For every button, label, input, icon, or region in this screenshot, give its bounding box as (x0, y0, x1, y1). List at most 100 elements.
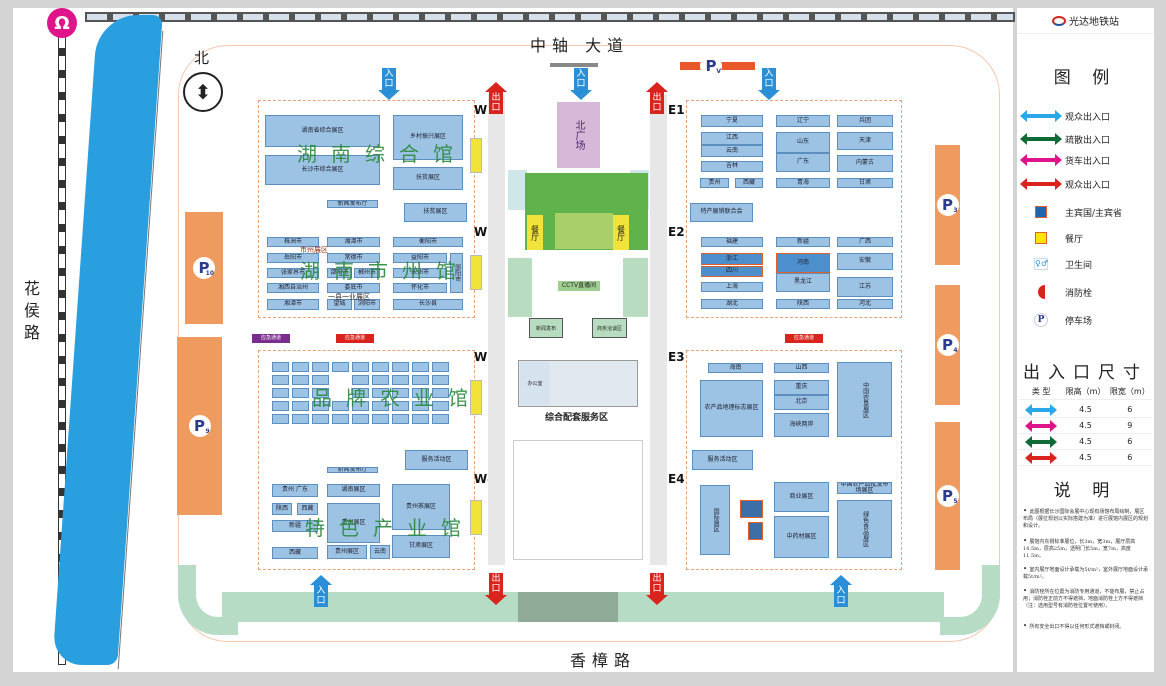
exhibit-zone[interactable]: 永州市 (393, 268, 447, 278)
entrance-gate[interactable]: 入口 (310, 575, 332, 607)
exit-gate[interactable]: 出口 (646, 573, 668, 605)
exhibit-zone[interactable]: 新闻发布厅 (327, 467, 378, 473)
exhibit-zone[interactable]: 益阳市 (393, 253, 447, 263)
exhibit-zone[interactable]: 中国农产品批发市场展区 (837, 482, 892, 494)
exhibit-zone[interactable]: 贵州 广东 (272, 484, 318, 497)
booth[interactable] (332, 401, 349, 411)
exhibit-zone[interactable]: 海峡两岸 (774, 413, 829, 437)
booth[interactable] (272, 401, 289, 411)
booth[interactable] (372, 401, 389, 411)
booth[interactable] (332, 362, 349, 372)
booth[interactable] (272, 414, 289, 424)
exhibit-zone[interactable]: 安徽 (837, 253, 893, 270)
exhibit-zone[interactable]: 内蒙古 (837, 155, 893, 172)
business-room[interactable]: 商务洽谈区 (592, 318, 627, 338)
booth[interactable] (292, 375, 309, 385)
exhibit-zone[interactable]: 湖南展区 (327, 484, 380, 497)
exhibit-zone[interactable]: 青海 (776, 178, 830, 188)
booth[interactable] (312, 401, 329, 411)
booth[interactable] (372, 414, 389, 424)
exhibit-zone[interactable]: 绿色食品展区 (837, 500, 892, 558)
exhibit-zone[interactable]: 山西 (774, 363, 829, 373)
press-room[interactable]: 新闻发布 (529, 318, 563, 338)
exhibit-zone[interactable]: 新闻发布厅 (327, 200, 378, 208)
booth[interactable] (372, 388, 389, 398)
exhibit-zone[interactable]: 长沙县 (393, 299, 463, 310)
exhibit-zone[interactable]: 浏阳市 (354, 299, 380, 310)
exhibit-zone[interactable]: 广西 (837, 237, 893, 247)
north-plaza[interactable]: 北广场 (557, 102, 600, 168)
booth[interactable] (352, 401, 369, 411)
exhibit-zone[interactable]: 贵州展区 (327, 503, 380, 543)
guest-zone[interactable] (748, 522, 763, 540)
booth[interactable] (292, 401, 309, 411)
booth[interactable] (392, 401, 409, 411)
exhibit-zone[interactable]: 吉林 (701, 161, 763, 172)
exhibit-zone[interactable]: 商业展区 (774, 482, 829, 512)
exhibit-zone[interactable]: 湖北 (701, 299, 763, 309)
booth[interactable] (312, 414, 329, 424)
exhibit-zone[interactable]: 福建 (701, 237, 763, 247)
exhibit-zone[interactable]: 邵阳市 (450, 253, 463, 293)
exhibit-zone[interactable]: 怀化市 (393, 283, 447, 293)
exhibit-zone[interactable]: 邵阳市 (327, 268, 352, 278)
exhibit-zone[interactable]: 扶贫展区 (393, 167, 463, 190)
exhibit-zone[interactable]: 岳阳市 (267, 253, 319, 263)
entrance-gate[interactable]: 入口 (570, 68, 592, 100)
cctv-studio[interactable]: CCTV直播间 (558, 281, 600, 291)
exhibit-zone[interactable]: 扶贫展区 (404, 203, 467, 222)
booth[interactable] (432, 388, 449, 398)
booth[interactable] (392, 375, 409, 385)
exhibit-zone[interactable]: 国际展区 (700, 485, 730, 555)
exhibit-zone[interactable]: 株洲市 (267, 237, 319, 247)
exhibit-zone[interactable]: 西藏 (297, 503, 318, 515)
booth[interactable] (392, 362, 409, 372)
exhibit-zone[interactable]: 黑龙江 (776, 273, 830, 292)
exhibit-zone[interactable]: 兵团 (837, 115, 893, 127)
booth[interactable] (412, 401, 429, 411)
booth[interactable] (432, 414, 449, 424)
guest-zone[interactable] (740, 500, 763, 518)
exhibit-zone[interactable]: 广东 (776, 153, 830, 172)
exhibit-zone[interactable]: 湘西自治州 (267, 283, 319, 293)
exhibit-zone[interactable]: 云南 (701, 145, 763, 157)
exhibit-zone[interactable]: 贵州 (700, 178, 729, 188)
exhibit-zone[interactable]: 浙江 (701, 253, 763, 265)
booth[interactable] (352, 375, 369, 385)
exhibit-zone[interactable]: 湘潭市 (267, 299, 319, 310)
booth[interactable] (352, 414, 369, 424)
exhibit-zone[interactable]: 江苏 (837, 277, 893, 297)
exhibit-zone[interactable]: 河南 (776, 253, 830, 273)
exhibit-zone[interactable]: 陕西 (272, 503, 292, 515)
booth[interactable] (412, 375, 429, 385)
exhibit-zone[interactable]: 海南 (708, 363, 763, 373)
exhibit-zone[interactable]: 湘潭市 (327, 237, 380, 247)
exhibit-zone[interactable]: 郴州市 (354, 268, 380, 278)
exhibit-zone[interactable]: 云南 (370, 545, 390, 559)
booth[interactable] (392, 388, 409, 398)
exhibit-zone[interactable]: 中药材展区 (774, 516, 829, 558)
entrance-gate[interactable]: 入口 (758, 68, 780, 100)
exhibit-zone[interactable]: 贵州展区 (327, 545, 367, 559)
restaurant[interactable]: 餐厅 (613, 215, 629, 250)
booth[interactable] (292, 362, 309, 372)
exhibit-zone[interactable]: 常德市 (327, 253, 380, 263)
booth[interactable] (272, 375, 289, 385)
exhibit-zone[interactable]: 衡阳市 (393, 237, 463, 247)
exit-gate[interactable]: 出口 (485, 573, 507, 605)
exhibit-zone[interactable]: 特产展销联合会 (690, 203, 753, 222)
booth[interactable] (372, 362, 389, 372)
booth[interactable] (412, 414, 429, 424)
booth[interactable] (292, 414, 309, 424)
exhibit-zone[interactable]: 西藏 (735, 178, 763, 188)
booth[interactable] (292, 388, 309, 398)
exhibit-zone[interactable]: 四川 (701, 266, 763, 277)
entrance-gate[interactable]: 入口 (378, 68, 400, 100)
exit-gate[interactable]: 出口 (646, 82, 668, 114)
exhibit-zone[interactable]: 中国农垦展区 (837, 362, 892, 437)
exhibit-zone[interactable]: 乡村振兴展区 (393, 115, 463, 160)
exhibit-zone[interactable]: 西藏 (272, 547, 318, 559)
exhibit-zone[interactable]: 长沙市综合展区 (265, 155, 380, 185)
booth[interactable] (312, 375, 329, 385)
exit-gate[interactable]: 出口 (485, 82, 507, 114)
